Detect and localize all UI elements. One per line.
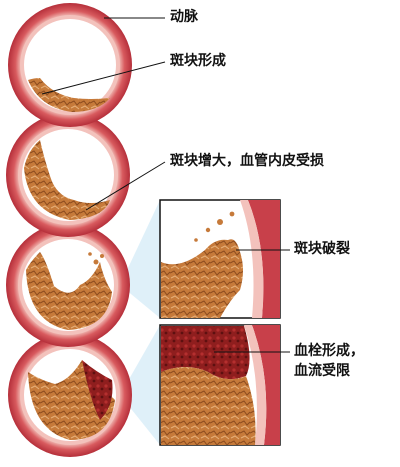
artery-stage-4 (8, 333, 132, 457)
artery-stage-2 (6, 113, 130, 237)
label-thrombus-line1: 血栓形成， (294, 343, 364, 359)
zoom-wedge-rupture (120, 200, 160, 318)
leader-plaque-formed (41, 61, 166, 95)
zoom-panel-rupture (159, 199, 281, 319)
zoom-panel-thrombus (159, 324, 281, 446)
label-plaque-formed: 斑块形成 (170, 53, 226, 69)
zoom-wedge-thrombus (120, 325, 160, 445)
label-artery: 动脉 (170, 9, 198, 25)
label-plaque-enlarged: 斑块增大，血管内皮受损 (170, 153, 324, 169)
label-plaque-rupture: 斑块破裂 (294, 241, 350, 257)
artery-stage-1 (8, 3, 132, 127)
artery-stage-3 (6, 223, 130, 347)
leader-plaque-enlarged (85, 161, 166, 211)
label-thrombus-line2: 血流受限 (294, 363, 350, 379)
